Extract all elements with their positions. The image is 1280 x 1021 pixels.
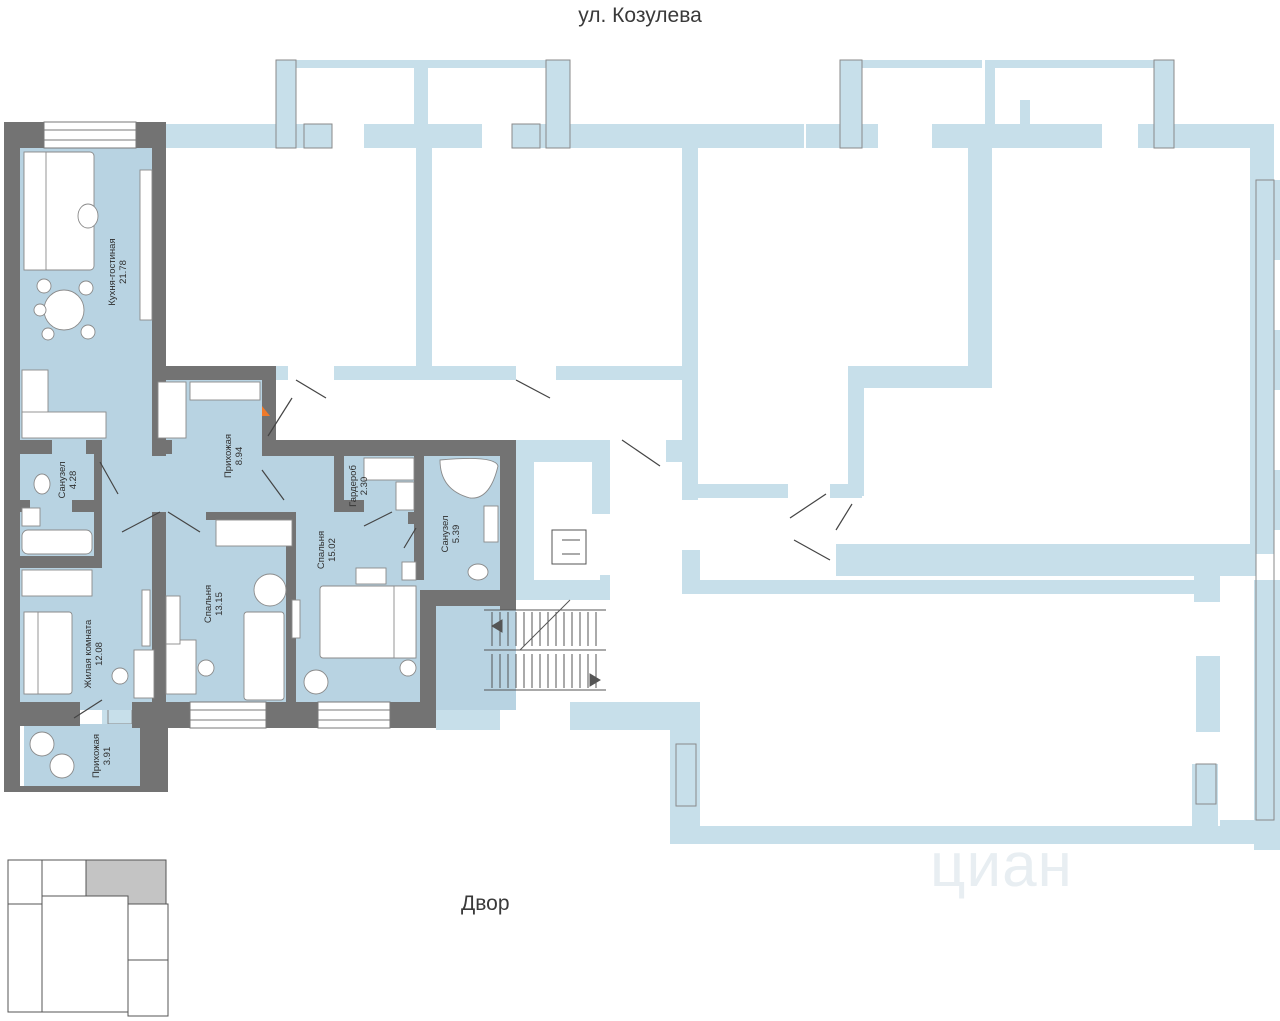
entry-marker-icon (262, 406, 270, 416)
neighbor-walls (102, 60, 1280, 850)
window-frames (107, 59, 1275, 821)
staircase (484, 529, 606, 691)
key-plan (7, 859, 169, 1017)
apartment-walls (4, 122, 516, 792)
door-swings (73, 379, 853, 719)
furniture (21, 151, 499, 779)
apartment-windows (43, 121, 391, 729)
yard-label: Двор (461, 892, 510, 915)
street-label: ул. Козулева (578, 4, 702, 27)
